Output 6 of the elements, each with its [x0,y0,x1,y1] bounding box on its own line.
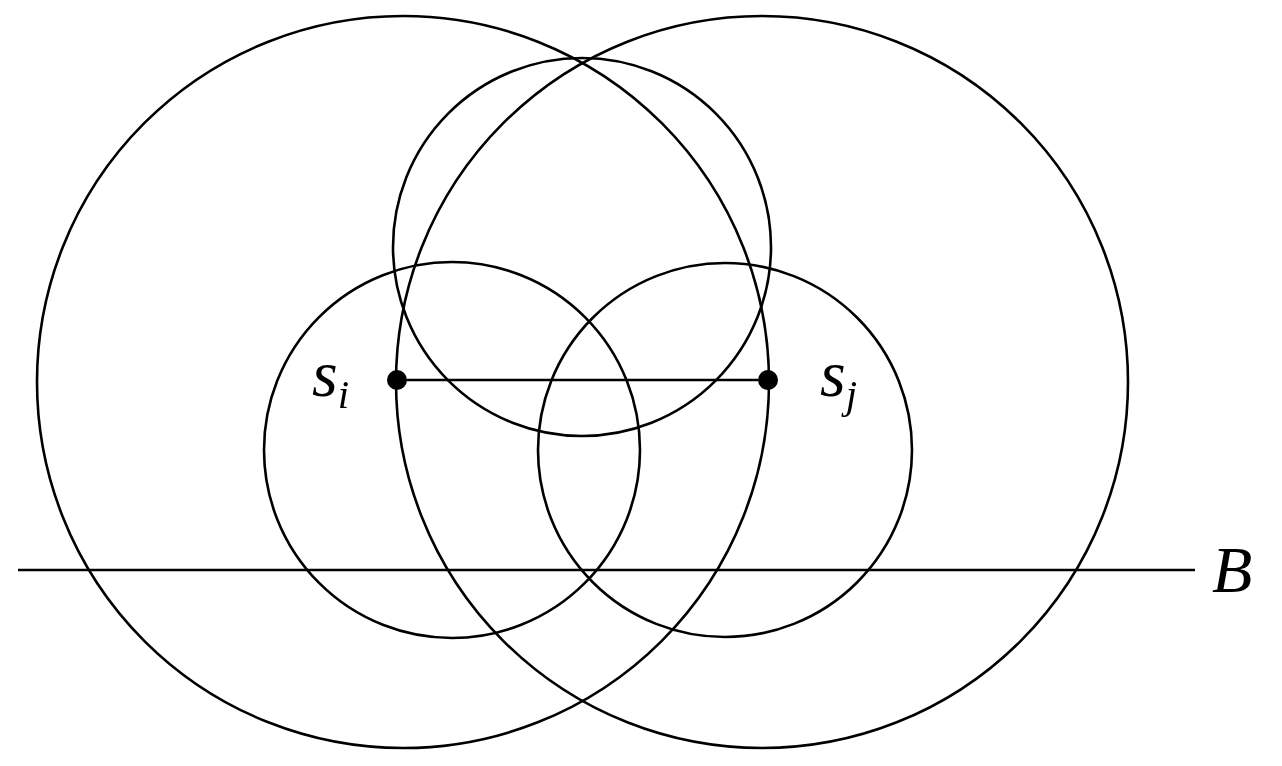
point-label: s$_{i}$ [312,340,350,416]
line-segment [407,378,758,382]
point-dot [387,370,407,390]
line-label: B [1212,537,1253,603]
point-label: s$_{j}$ [820,340,858,416]
point-dot [758,370,778,390]
